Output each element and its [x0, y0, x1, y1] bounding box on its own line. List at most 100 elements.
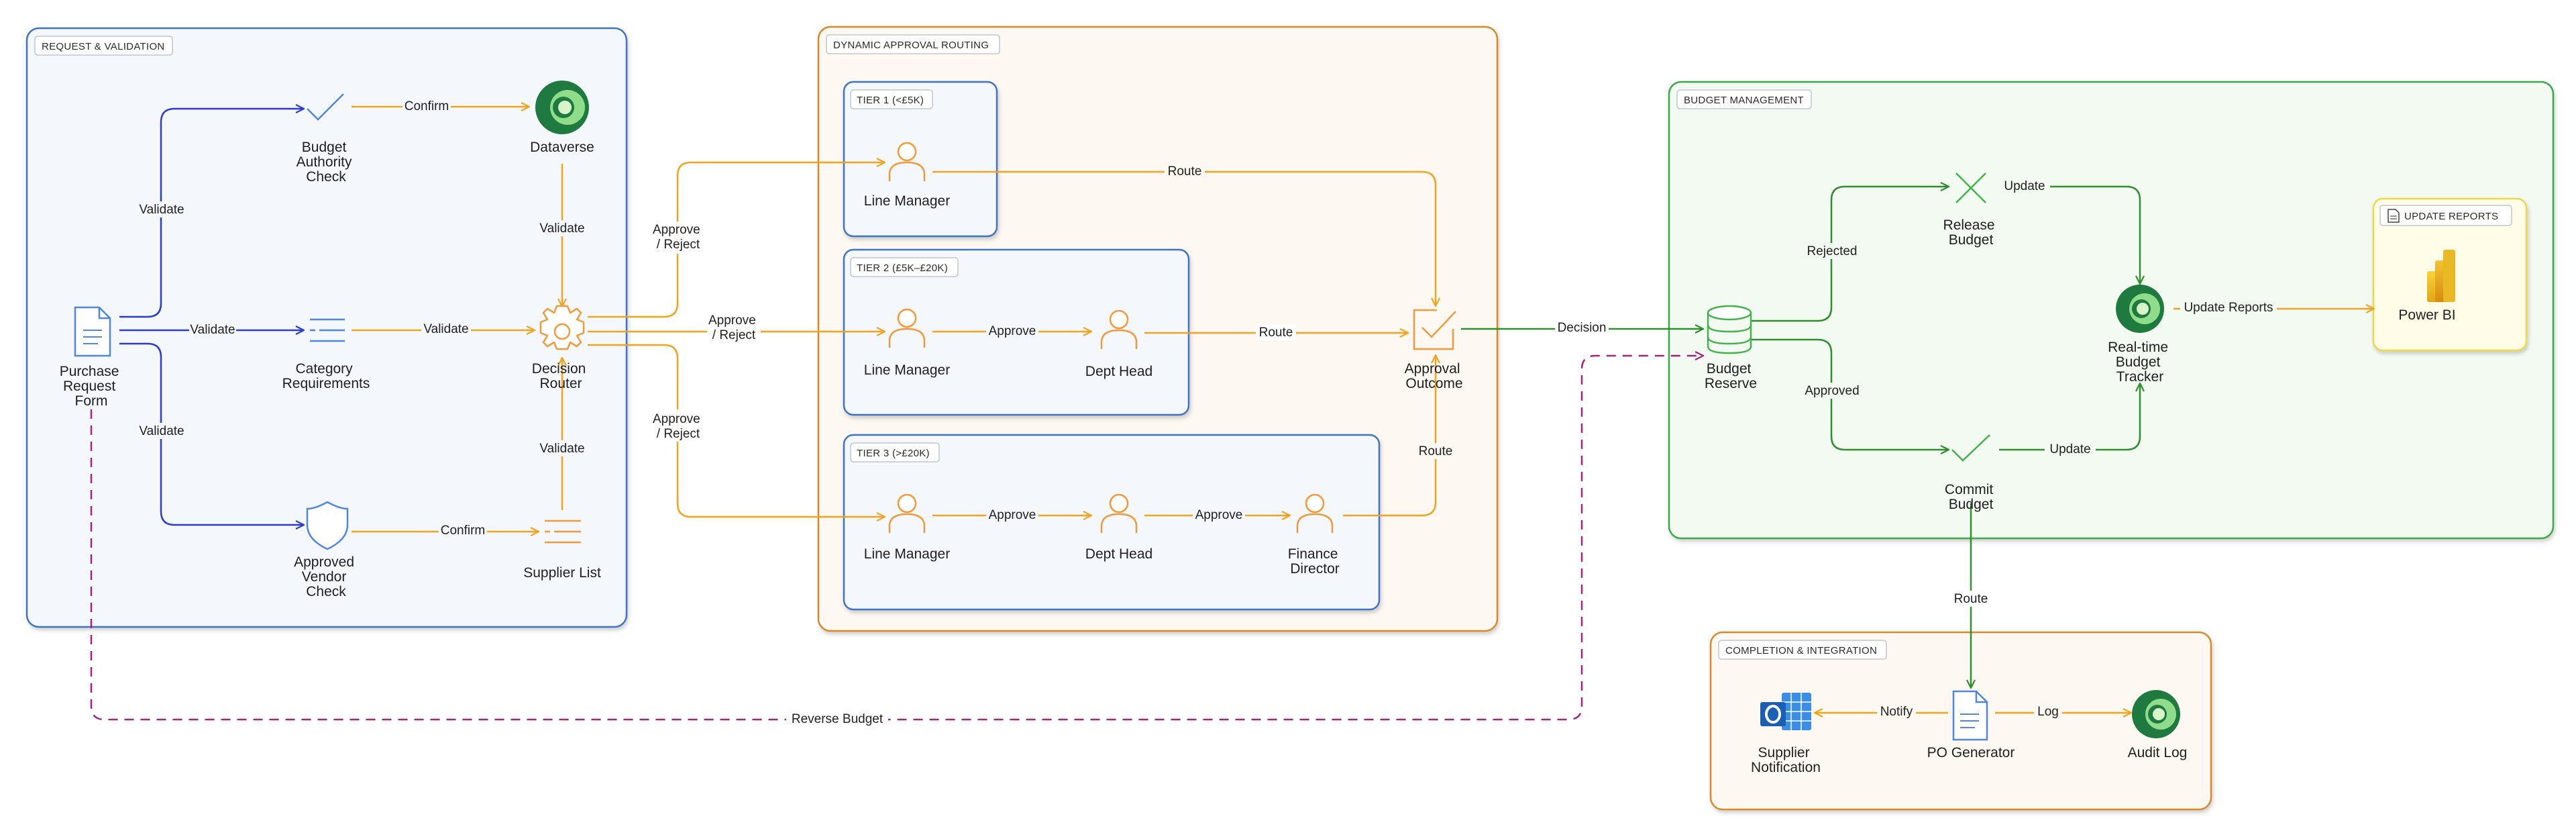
- node-dataverse[interactable]: Dataverse: [530, 81, 594, 155]
- edge-label-update-reports: Update Reports: [2184, 301, 2273, 315]
- node-decision-router[interactable]: Decision Router: [532, 305, 590, 391]
- node-supplier-notification[interactable]: Supplier Notification: [1751, 693, 1821, 775]
- edge-approve-tier3b: Approve: [1144, 507, 1289, 523]
- edge-label-approve-reject: Approve / Reject: [653, 412, 704, 441]
- edge-log: Log: [1995, 703, 2131, 720]
- node-supplier-list[interactable]: Supplier List: [523, 520, 601, 581]
- node-tier2-line-manager[interactable]: Line Manager: [864, 308, 950, 378]
- node-budget-tracker[interactable]: Real-time Budget Tracker: [2108, 285, 2172, 385]
- edge-label-route: Route: [1168, 164, 1202, 179]
- node-category-requirements[interactable]: Category Requirements: [282, 318, 370, 391]
- node-budget-reserve[interactable]: Budget Reserve: [1705, 305, 1757, 391]
- node-label: Power BI: [2398, 307, 2455, 323]
- edge-update-release: Update: [1999, 178, 2140, 283]
- node-purchase-request[interactable]: Purchase Request Form: [60, 306, 123, 409]
- database-icon: [1707, 305, 1752, 354]
- edge-decision: Decision: [1461, 319, 1703, 336]
- check-icon: [1951, 434, 1990, 462]
- dataverse-icon: [2132, 690, 2180, 738]
- node-label: Real-time Budget Tracker: [2108, 340, 2172, 385]
- edge-label-validate: Validate: [539, 442, 584, 456]
- edge-label-route: Route: [1259, 326, 1293, 340]
- tier-1-title: TIER 1 (<£5K): [857, 95, 924, 106]
- edge-route-po: Route: [1951, 503, 1991, 687]
- group-title-budget: BUDGET MANAGEMENT: [1684, 95, 1804, 106]
- edge-label-rejected: Rejected: [1807, 244, 1858, 258]
- node-label: Decision Router: [532, 361, 590, 391]
- node-approved-vendor[interactable]: Approved Vendor Check: [294, 501, 358, 599]
- edge-label-route: Route: [1954, 592, 1988, 606]
- group-tier-1: TIER 1 (<£5K): [843, 81, 998, 238]
- group-title-reports: UPDATE REPORTS: [2404, 211, 2498, 222]
- edge-router-tier1: Approve / Reject: [588, 162, 884, 318]
- node-label: Line Manager: [864, 193, 950, 209]
- edge-label-confirm: Confirm: [441, 524, 486, 538]
- node-tier3-finance-director[interactable]: Finance Director: [1288, 493, 1342, 577]
- edge-label-validate: Validate: [539, 221, 584, 236]
- node-tier3-line-manager[interactable]: Line Manager: [864, 493, 950, 562]
- node-release-budget[interactable]: Release Budget: [1943, 173, 1999, 248]
- edge-approved: Approved: [1751, 338, 1948, 450]
- edge-reverse-budget: Reverse Budget: [90, 356, 1703, 727]
- report-icon: [2387, 209, 2400, 223]
- node-power-bi[interactable]: Power BI: [2398, 250, 2456, 323]
- node-tier1-line-manager[interactable]: Line Manager: [864, 142, 950, 209]
- document-icon: [74, 306, 111, 357]
- outlook-icon: [1760, 693, 1811, 730]
- edge-label-approve-reject: Approve / Reject: [653, 223, 704, 252]
- edge-label-notify: Notify: [1880, 705, 1913, 719]
- node-label: Dataverse: [530, 140, 594, 155]
- node-label: Line Manager: [864, 546, 950, 562]
- x-icon: [1955, 173, 1986, 203]
- node-budget-authority[interactable]: Budget Authority Check: [297, 93, 356, 185]
- group-title-completion: COMPLETION & INTEGRATION: [1725, 645, 1877, 656]
- edge-label-decision: Decision: [1558, 321, 1607, 335]
- node-label: Budget Reserve: [1705, 361, 1757, 391]
- group-title-routing: DYNAMIC APPROVAL ROUTING: [833, 40, 989, 51]
- node-label: Purchase Request Form: [60, 364, 123, 409]
- edge-label-approved: Approved: [1805, 384, 1859, 398]
- person-icon: [888, 308, 926, 348]
- shield-icon: [306, 501, 349, 550]
- edge-route-tier2: Route: [1144, 324, 1407, 340]
- list-icon: [310, 318, 345, 342]
- person-icon: [1100, 309, 1138, 349]
- edge-route-tier1: Route: [932, 163, 1436, 305]
- check-icon: [307, 93, 344, 121]
- tier-3-title: TIER 3 (>£20K): [857, 448, 930, 459]
- edge-label-validate: Validate: [139, 424, 184, 438]
- edge-confirm-dataverse: Confirm: [352, 98, 529, 114]
- edge-validate-dataverse-router: Validate: [537, 164, 588, 306]
- node-approval-outcome[interactable]: Approval Outcome: [1405, 309, 1464, 391]
- edge-confirm-supplier: Confirm: [352, 522, 538, 538]
- list-icon: [545, 520, 581, 544]
- edge-approve-tier3a: Approve: [932, 507, 1091, 523]
- node-label: Approved Vendor Check: [294, 554, 358, 599]
- node-label: Supplier Notification: [1751, 745, 1821, 775]
- node-audit-log[interactable]: Audit Log: [2128, 690, 2188, 760]
- node-label: Finance Director: [1288, 546, 1342, 577]
- edge-approve-tier2: Approve: [932, 323, 1091, 339]
- edge-validate-vendor: Validate: [119, 342, 303, 525]
- node-po-generator[interactable]: PO Generator: [1927, 690, 2015, 760]
- node-tier2-dept-head[interactable]: Dept Head: [1085, 309, 1152, 379]
- node-label: Release Budget: [1943, 217, 1999, 248]
- node-commit-budget[interactable]: Commit Budget: [1945, 434, 1997, 512]
- dataverse-icon: [2116, 285, 2164, 333]
- node-tier3-dept-head[interactable]: Dept Head: [1085, 493, 1152, 562]
- node-label: PO Generator: [1927, 745, 2015, 760]
- edge-label-approve-reject: Approve / Reject: [708, 313, 759, 342]
- edge-validate-category-router: Validate: [352, 321, 534, 337]
- node-label: Supplier List: [523, 565, 601, 581]
- edge-label-validate: Validate: [190, 323, 235, 337]
- person-icon: [1296, 493, 1334, 533]
- edge-label-approve: Approve: [989, 508, 1036, 522]
- edge-label-update: Update: [2049, 442, 2090, 456]
- gear-icon: [539, 305, 585, 350]
- document-icon: [1952, 690, 1988, 741]
- edge-route-tier3: Route: [1343, 356, 1456, 517]
- edge-notify: Notify: [1815, 703, 1948, 720]
- node-label: Approval Outcome: [1405, 361, 1464, 391]
- edge-rejected: Rejected: [1751, 187, 1948, 322]
